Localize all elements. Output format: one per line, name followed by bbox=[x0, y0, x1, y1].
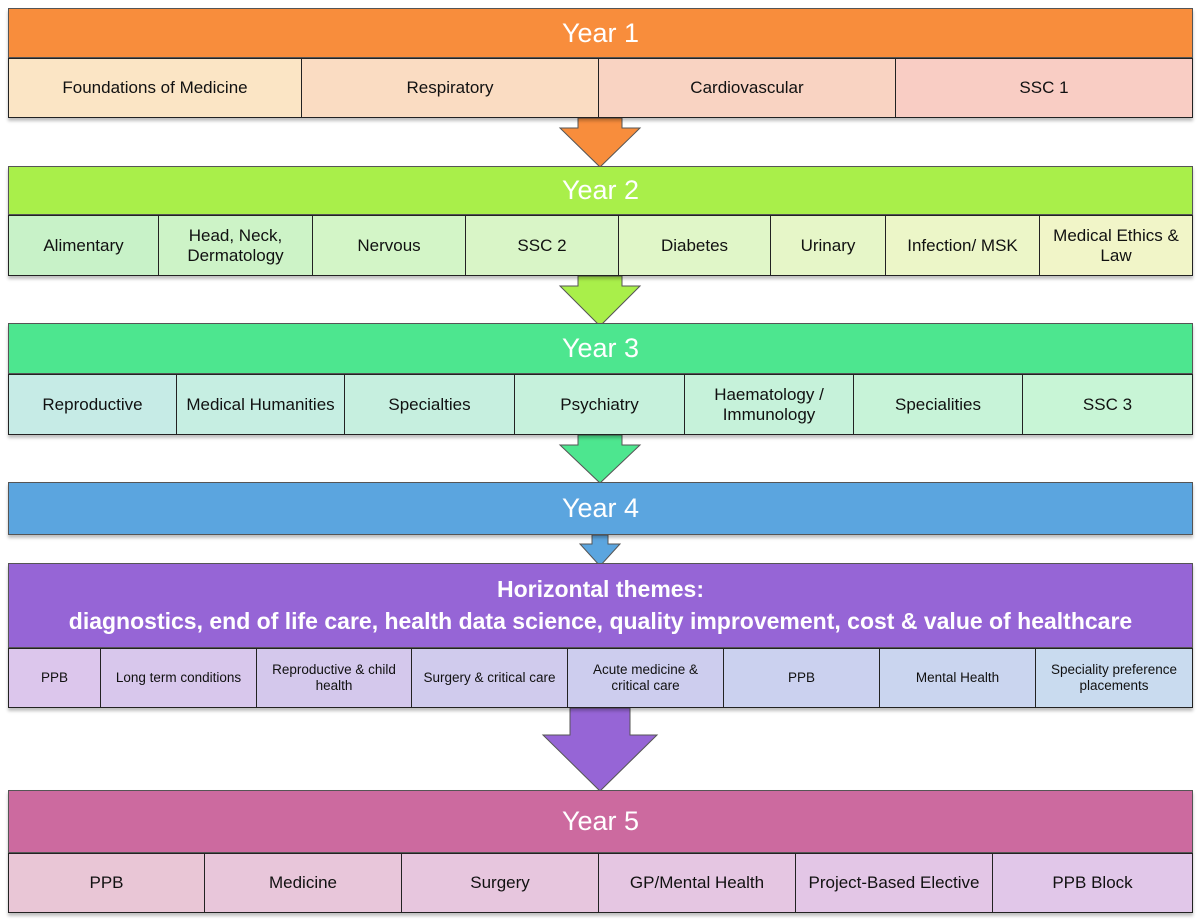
year-header: Year 5 bbox=[8, 790, 1193, 853]
module-cell: Medical Humanities bbox=[177, 374, 345, 435]
module-cell: SSC 2 bbox=[466, 215, 619, 276]
header-title: Year 3 bbox=[561, 333, 640, 363]
year-header: Year 1 bbox=[8, 8, 1193, 58]
module-cell: Specialities bbox=[854, 374, 1023, 435]
module-cell: Head, Neck, Dermatology bbox=[159, 215, 313, 276]
module-cell: Reproductive bbox=[8, 374, 177, 435]
module-cell: Mental Health bbox=[880, 648, 1036, 708]
module-cell: PPB Block bbox=[993, 853, 1193, 913]
module-cell: Speciality preference placements bbox=[1036, 648, 1193, 708]
module-cell: PPB bbox=[724, 648, 880, 708]
year-header: Year 4 bbox=[8, 482, 1193, 535]
module-cell: Infection/ MSK bbox=[886, 215, 1040, 276]
module-cell: PPB bbox=[8, 853, 205, 913]
module-cell: SSC 3 bbox=[1023, 374, 1193, 435]
module-cell: Urinary bbox=[771, 215, 886, 276]
module-cell: Psychiatry bbox=[515, 374, 685, 435]
module-cell: Surgery & critical care bbox=[412, 648, 568, 708]
horizontal-themes-header: Horizontal themes: diagnostics, end of li… bbox=[8, 563, 1193, 648]
module-cell: SSC 1 bbox=[896, 58, 1193, 118]
header-subtitle: diagnostics, end of life care, health da… bbox=[68, 607, 1133, 634]
header-title: Year 5 bbox=[561, 806, 640, 836]
module-cell: Reproductive & child health bbox=[257, 648, 412, 708]
module-cell: Cardiovascular bbox=[599, 58, 896, 118]
year-header: Year 2 bbox=[8, 166, 1193, 215]
year-header: Year 3 bbox=[8, 323, 1193, 374]
module-cell: Medicine bbox=[205, 853, 402, 913]
module-cell: Surgery bbox=[402, 853, 599, 913]
module-cell: PPB bbox=[8, 648, 101, 708]
module-cell: Alimentary bbox=[8, 215, 159, 276]
module-cell: Nervous bbox=[313, 215, 466, 276]
module-cell: Acute medicine & critical care bbox=[568, 648, 724, 708]
header-title: Year 1 bbox=[561, 17, 640, 48]
module-cell: Respiratory bbox=[302, 58, 599, 118]
module-cell: Project-Based Elective bbox=[796, 853, 993, 913]
module-cell: GP/Mental Health bbox=[599, 853, 796, 913]
module-cell: Long term conditions bbox=[101, 648, 257, 708]
module-cell: Diabetes bbox=[619, 215, 771, 276]
header-title: Year 2 bbox=[561, 175, 640, 205]
module-cell: Foundations of Medicine bbox=[8, 58, 302, 118]
header-title: Year 4 bbox=[561, 493, 640, 523]
module-cell: Haematology / Immunology bbox=[685, 374, 854, 435]
module-cell: Medical Ethics & Law bbox=[1040, 215, 1193, 276]
module-cell: Specialties bbox=[345, 374, 515, 435]
header-title: Horizontal themes: bbox=[496, 576, 705, 603]
